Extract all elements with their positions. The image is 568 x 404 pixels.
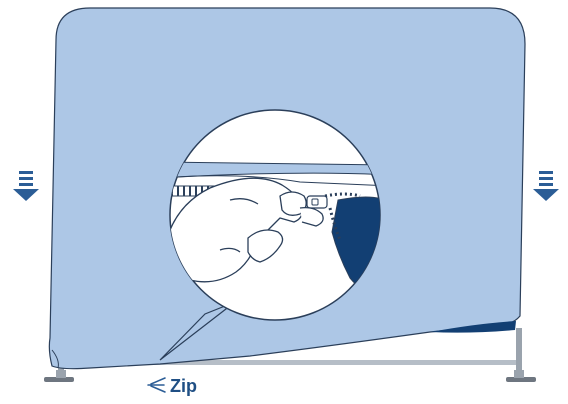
magnifier-loupe xyxy=(169,109,381,321)
fabric-fold xyxy=(430,321,516,333)
zipper-teeth-right xyxy=(324,192,361,241)
frame-right-foot xyxy=(506,377,536,382)
arrow-down-icon xyxy=(13,171,39,201)
frame-right-joint xyxy=(514,370,524,378)
frame-left-foot xyxy=(44,377,74,382)
frame-right-post xyxy=(516,328,522,372)
zipper-slider xyxy=(306,195,328,209)
hand xyxy=(170,177,324,283)
frame-bottom-bar xyxy=(64,360,516,365)
speed-lines-icon xyxy=(147,377,166,393)
zip-label: Zip xyxy=(170,376,197,396)
arrow-down-icon xyxy=(533,171,559,201)
fabric-hem-left xyxy=(51,349,59,369)
loupe-pointer xyxy=(159,301,236,361)
frame-left-joint xyxy=(56,370,66,378)
